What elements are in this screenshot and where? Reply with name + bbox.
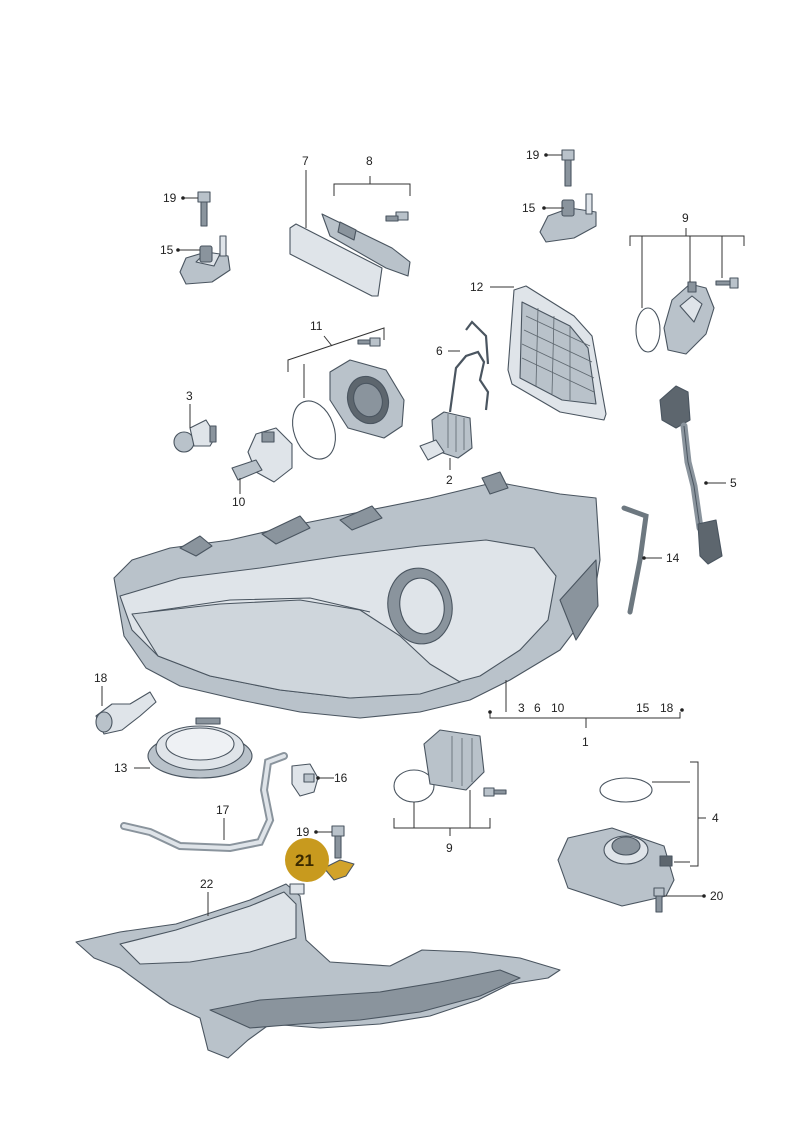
headlight-housing	[113, 471, 601, 719]
label-2: 2	[446, 473, 453, 487]
leader-19b	[544, 153, 562, 157]
leader-15a	[176, 248, 200, 252]
label-22: 22	[200, 877, 214, 891]
label-16: 16	[334, 771, 348, 785]
label-19a: 19	[163, 191, 177, 205]
label-group-18: 18	[660, 701, 674, 715]
part-2-led-module	[419, 411, 473, 461]
highlight-badge-label: 21	[295, 851, 314, 870]
label-12: 12	[470, 280, 484, 294]
label-9b: 9	[446, 841, 453, 855]
part-7-cover-strip	[289, 213, 411, 297]
label-group-10: 10	[551, 701, 565, 715]
leader-9b	[393, 790, 491, 836]
part-16-hose-connector	[291, 763, 319, 797]
leader-19a	[181, 196, 198, 200]
part-15-mount-right	[539, 193, 597, 243]
leader-5	[704, 481, 726, 485]
label-1: 1	[582, 735, 589, 749]
label-19b: 19	[526, 148, 540, 162]
label-18: 18	[94, 671, 108, 685]
part-5-wiring-harness	[659, 385, 723, 565]
part-3-bulb-socket	[173, 419, 217, 453]
part-22-underbody-cover	[75, 883, 561, 1059]
label-19c: 19	[296, 825, 310, 839]
part-10-lamp-unit	[231, 427, 293, 483]
label-11: 11	[310, 319, 323, 333]
leader-19c	[314, 830, 332, 834]
part-15-mount-left	[179, 235, 231, 285]
label-3: 3	[186, 389, 193, 403]
leader-11	[287, 327, 385, 398]
part-4-control-unit	[557, 777, 675, 907]
label-4: 4	[712, 811, 719, 825]
label-14: 14	[666, 551, 680, 565]
part-9-screw	[715, 277, 739, 289]
part-12-vent-cover	[507, 285, 607, 421]
part-21-bracket	[323, 859, 355, 881]
label-10: 10	[232, 495, 246, 509]
leader-8	[333, 176, 411, 196]
label-20: 20	[710, 889, 724, 903]
label-6: 6	[436, 344, 443, 358]
part-9-cover-cap	[635, 281, 715, 355]
leader-15b	[542, 206, 564, 210]
label-8: 8	[366, 154, 373, 168]
label-group-15: 15	[636, 701, 650, 715]
grille-lines	[521, 307, 595, 400]
highlight-badge-21: 21	[285, 838, 329, 882]
label-group-6: 6	[534, 701, 541, 715]
label-15a: 15	[160, 243, 174, 257]
part-11-projector-ring	[292, 359, 405, 460]
part-6-wire-clip	[448, 320, 490, 413]
label-9a: 9	[682, 211, 689, 225]
leader-1-group	[488, 680, 684, 728]
leader-4	[652, 761, 706, 867]
part-13-cover-cap	[147, 717, 253, 779]
leader-16	[316, 776, 334, 780]
part-19-screw-bottom	[331, 825, 345, 859]
part-19-screw-right	[561, 149, 575, 187]
part-14-seal-strip	[621, 505, 649, 615]
label-7: 7	[302, 154, 309, 168]
part-11-screw	[357, 337, 381, 347]
label-13: 13	[114, 761, 128, 775]
part-19-screw-left	[197, 191, 211, 227]
label-5: 5	[730, 476, 737, 490]
part-17-vent-hose	[120, 752, 288, 853]
label-group-3: 3	[518, 701, 525, 715]
part-18-bulb-holder	[95, 691, 157, 735]
leader-20	[664, 894, 706, 898]
leader-14	[642, 556, 662, 560]
label-17: 17	[216, 803, 230, 817]
part-9-led-driver	[393, 729, 507, 803]
part-20-screw	[653, 887, 665, 913]
part-8-screw	[385, 211, 409, 222]
leader-9a	[629, 228, 745, 308]
label-15b: 15	[522, 201, 536, 215]
